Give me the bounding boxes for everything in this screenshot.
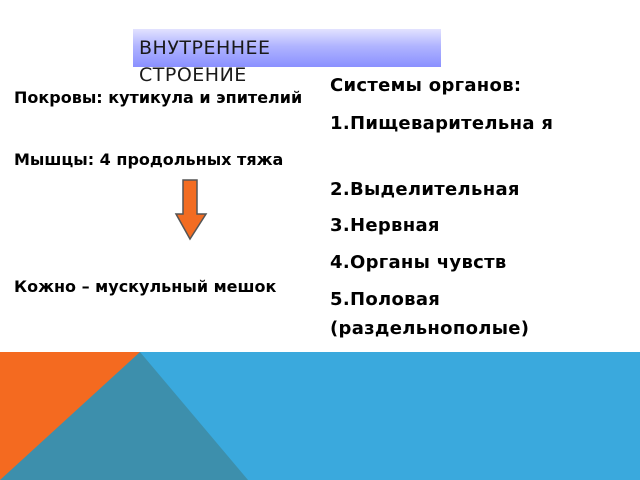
system-item: 1.Пищеварительна я — [330, 113, 554, 134]
covers-text: Покровы: кутикула и эпителий — [14, 88, 303, 107]
system-item: 2.Выделительная — [330, 179, 520, 200]
systems-heading: Системы органов: — [330, 75, 522, 96]
system-item: 3.Нервная — [330, 215, 440, 236]
title-box — [133, 29, 441, 67]
slide-title: ВНУТРЕННЕЕ СТРОЕНИЕ — [139, 37, 271, 86]
system-item: 5.Половая (раздельнополые) — [330, 289, 530, 339]
orange-triangle — [0, 352, 140, 480]
muscles-text: Мышцы: 4 продольных тяжа — [14, 150, 284, 169]
sac-text: Кожно – мускульный мешок — [14, 277, 277, 296]
down-arrow-icon — [174, 179, 208, 241]
system-item: 4.Органы чувств — [330, 252, 507, 273]
